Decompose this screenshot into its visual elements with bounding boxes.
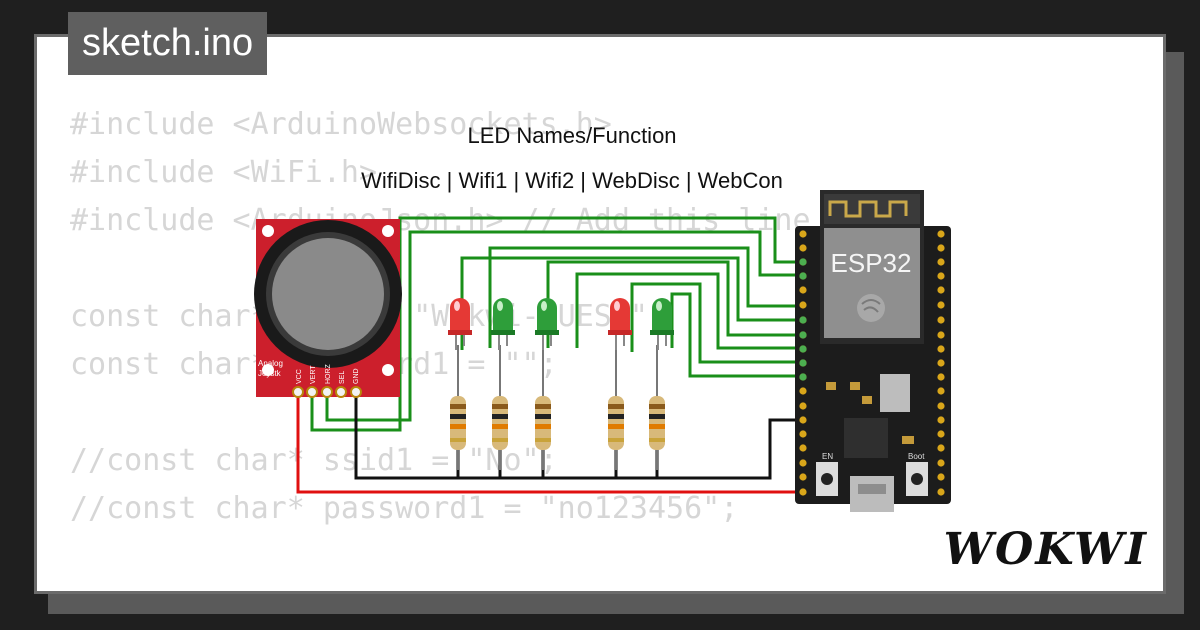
code-line: #include <WiFi.h> [70, 155, 378, 190]
joystick-pin[interactable] [306, 386, 318, 398]
green-wires [310, 216, 803, 432]
resistor [535, 345, 551, 470]
pin-header-right [937, 230, 945, 496]
joystick-pin-label: HORZ [325, 363, 332, 384]
joystick-pin[interactable] [321, 386, 333, 398]
led-webcon[interactable] [650, 298, 674, 350]
joystick-module[interactable]: Analog Joystk VCC VERT HORZ SEL GND [254, 219, 402, 398]
joystick-pin-label: GND [353, 368, 360, 384]
resistor [649, 345, 665, 470]
diagram-subtitle: WifiDisc | Wifi1 | Wifi2 | WebDisc | Web… [361, 168, 783, 193]
resistor [492, 345, 508, 470]
ground-wires [354, 392, 803, 480]
usb-chip [844, 418, 888, 458]
antenna-icon [824, 194, 920, 224]
led-webdisc[interactable] [608, 298, 632, 350]
diagram-title: LED Names/Function [467, 123, 676, 148]
led-wifi1[interactable] [491, 298, 515, 350]
esp32-label: ESP32 [831, 248, 912, 278]
code-line: const char* ssid2 = "2G2G-Magenta"; [70, 581, 811, 591]
resistors [450, 345, 665, 470]
joystick-pin-label: SEL [339, 371, 346, 384]
resistor [450, 345, 466, 470]
joystick-pin[interactable] [335, 386, 347, 398]
joystick-label-2: Joystk [258, 369, 282, 378]
joystick-label-1: Analog [258, 359, 283, 368]
code-line: #include <ArduinoWebsockets.h> [70, 107, 612, 142]
en-label: EN [822, 452, 833, 461]
joystick-pin-label: VERT [310, 365, 317, 384]
file-tab[interactable]: sketch.ino [68, 12, 268, 75]
resistor [608, 345, 624, 470]
wokwi-logo: WOKWI [943, 524, 1148, 575]
leds [448, 298, 674, 350]
connected-pin-markers [799, 258, 807, 381]
power-wire [296, 392, 803, 494]
led-wifidisc[interactable] [448, 298, 472, 350]
regulator [880, 374, 910, 412]
esp32-board[interactable]: ESP32 EN Boot [795, 190, 951, 512]
code-line: //const char* password1 = "no123456"; [70, 491, 739, 526]
joystick-pin[interactable] [292, 386, 304, 398]
joystick-pin[interactable] [350, 386, 362, 398]
boot-label: Boot [908, 452, 925, 461]
joystick-knob[interactable] [272, 238, 384, 350]
joystick-pin-label: VCC [296, 369, 303, 384]
led-wifi2[interactable] [535, 298, 559, 350]
